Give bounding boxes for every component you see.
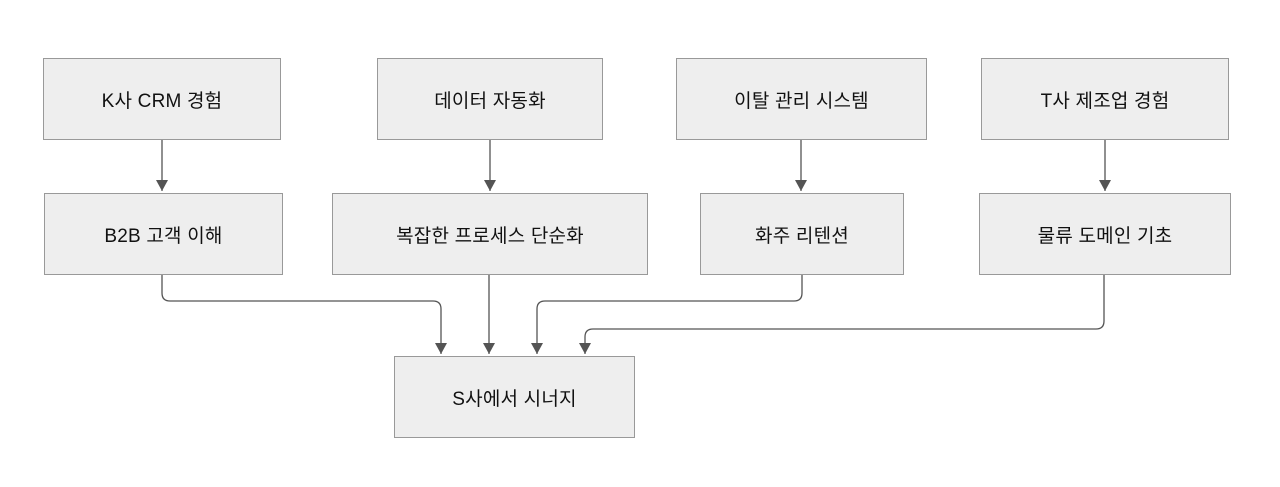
node-label: 복잡한 프로세스 단순화 bbox=[396, 225, 584, 247]
node-complex-process-simplification: 복잡한 프로세스 단순화 bbox=[332, 193, 648, 275]
node-b2b-customer-understanding: B2B 고객 이해 bbox=[44, 193, 283, 275]
node-s-synergy: S사에서 시너지 bbox=[394, 356, 635, 438]
node-t-manufacturing-experience: T사 제조업 경험 bbox=[981, 58, 1229, 140]
edge-b2b-to-synergy bbox=[161, 275, 447, 354]
node-label: 이탈 관리 시스템 bbox=[734, 90, 869, 112]
edge-retention-to-synergy bbox=[531, 275, 803, 354]
edge-logistics-to-synergy bbox=[579, 275, 1105, 354]
node-label: 화주 리텐션 bbox=[755, 225, 849, 247]
node-churn-management-system: 이탈 관리 시스템 bbox=[676, 58, 927, 140]
node-k-crm-experience: K사 CRM 경험 bbox=[43, 58, 281, 140]
node-shipper-retention: 화주 리텐션 bbox=[700, 193, 904, 275]
node-logistics-domain-basics: 물류 도메인 기초 bbox=[979, 193, 1231, 275]
node-label: S사에서 시너지 bbox=[452, 388, 577, 410]
node-label: T사 제조업 경험 bbox=[1040, 90, 1170, 112]
node-label: K사 CRM 경험 bbox=[101, 90, 223, 112]
node-label: 물류 도메인 기초 bbox=[1037, 225, 1173, 247]
node-label: 데이터 자동화 bbox=[434, 90, 546, 112]
node-data-automation: 데이터 자동화 bbox=[377, 58, 603, 140]
node-label: B2B 고객 이해 bbox=[104, 225, 223, 247]
